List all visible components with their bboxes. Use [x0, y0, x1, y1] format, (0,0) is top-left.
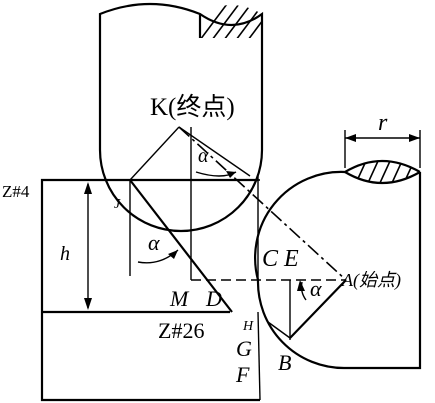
- cutter-k-hatch: [200, 5, 262, 38]
- workpiece-outline: [40, 178, 260, 402]
- label-h: h: [60, 243, 70, 265]
- label-m: M: [169, 286, 190, 311]
- label-g: G: [236, 336, 252, 361]
- cutter-end-position-K: [98, 2, 264, 233]
- height-dimension-h: [84, 182, 92, 310]
- label-e: E: [283, 246, 299, 272]
- label-h-small: H: [242, 319, 254, 334]
- label-d: D: [205, 286, 222, 311]
- label-alpha-top: α: [198, 145, 209, 167]
- label-alpha-right: α: [310, 276, 322, 301]
- label-k-end-point: K(终点): [150, 93, 235, 121]
- angle-arcs: [137, 171, 307, 301]
- label-c: C: [262, 246, 279, 272]
- label-r: r: [378, 110, 388, 136]
- construction-lines: [129, 126, 347, 401]
- cutter-start-position-A: [254, 159, 422, 370]
- cutter-a-hatch: [349, 160, 420, 183]
- label-b: B: [278, 350, 291, 375]
- label-alpha-left: α: [148, 230, 160, 255]
- radius-dimension-r: [344, 130, 421, 168]
- label-z4: Z#4: [2, 182, 30, 201]
- label-j: J: [114, 197, 121, 212]
- label-z26: Z#26: [158, 318, 204, 343]
- label-a-start-point: A(始点): [341, 270, 401, 291]
- label-f: F: [235, 362, 250, 387]
